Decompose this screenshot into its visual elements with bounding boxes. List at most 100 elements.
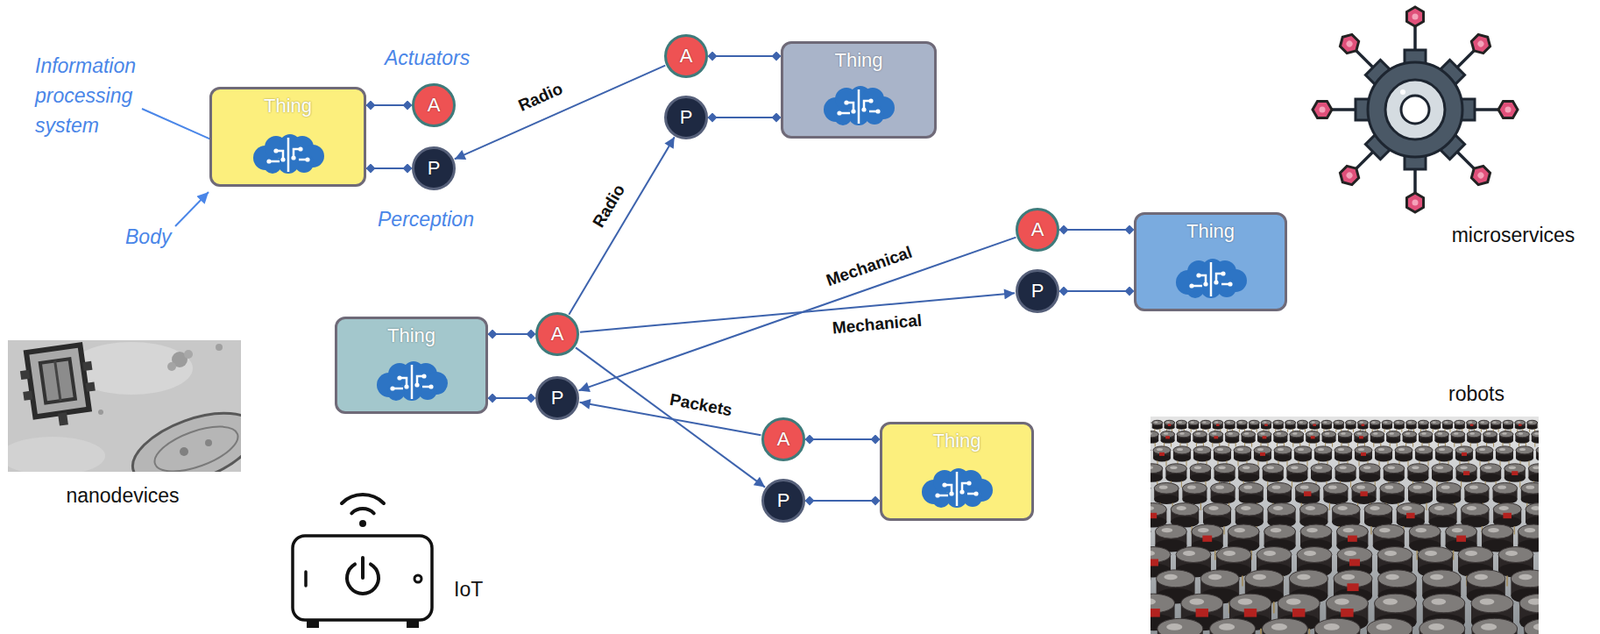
- decoration: [1300, 523, 1332, 539]
- decoration: [1175, 546, 1211, 563]
- decoration: [1322, 431, 1337, 438]
- decoration: [1236, 419, 1247, 425]
- decoration: [1384, 428, 1386, 432]
- decoration: [1319, 106, 1326, 114]
- decoration: [1274, 453, 1292, 461]
- decoration: [1499, 431, 1514, 438]
- decoration: [1515, 431, 1530, 438]
- decoration: [1515, 437, 1530, 443]
- decoration: [1471, 593, 1514, 613]
- decoration: [1150, 431, 1159, 447]
- decoration: [1417, 424, 1429, 430]
- decoration: [1233, 446, 1252, 454]
- decoration: [1150, 608, 1161, 617]
- decoration: [1429, 502, 1458, 516]
- decoration: [1515, 446, 1534, 467]
- decoration: [1357, 431, 1363, 434]
- decoration: [1176, 431, 1191, 447]
- decoration: [1188, 424, 1199, 430]
- decoration: [1175, 424, 1187, 430]
- decoration: [1292, 442, 1294, 447]
- decoration: [1262, 435, 1268, 439]
- annotation-label: Body: [125, 224, 171, 249]
- decoration: [1242, 465, 1250, 469]
- node-text: P: [777, 488, 791, 512]
- decoration: [1497, 485, 1507, 489]
- decoration: [1164, 419, 1176, 432]
- decoration: [1530, 505, 1539, 510]
- decoration: [1226, 421, 1231, 424]
- decoration: [1475, 446, 1494, 467]
- node-text: A: [551, 322, 565, 346]
- decoration: [1214, 421, 1218, 424]
- decoration: [1475, 446, 1494, 454]
- decoration: [1209, 431, 1224, 447]
- decoration: [1406, 192, 1424, 213]
- decoration: [1334, 453, 1353, 461]
- decoration: [1321, 424, 1332, 430]
- decoration: [1348, 442, 1350, 447]
- decoration: [1469, 431, 1475, 434]
- decoration: [1157, 617, 1204, 634]
- decoration: [1189, 463, 1211, 474]
- decoration: [1502, 424, 1514, 430]
- decoration: [1150, 431, 1153, 434]
- node-text: P: [427, 156, 441, 180]
- decoration: [1418, 447, 1425, 451]
- decoration: [1273, 431, 1288, 447]
- decoration: [1233, 527, 1246, 532]
- decoration: [1317, 447, 1324, 451]
- decoration: [1303, 550, 1317, 556]
- decoration: [1338, 465, 1346, 469]
- decoration: [1515, 453, 1534, 461]
- decoration: [1210, 617, 1256, 634]
- decoration: [1493, 442, 1494, 447]
- decoration: [1290, 465, 1298, 469]
- decoration: [1334, 446, 1353, 467]
- signal-arrow: [580, 292, 1015, 332]
- decoration: [1352, 428, 1354, 432]
- annotation-label: Perception: [377, 206, 475, 232]
- decoration: [1515, 446, 1534, 454]
- decoration: [1248, 419, 1260, 425]
- decoration: [1182, 550, 1196, 556]
- decoration: [1466, 419, 1478, 432]
- decoration: [1236, 419, 1247, 432]
- decoration: [1451, 431, 1466, 447]
- decoration: [1314, 453, 1332, 461]
- decoration: [1335, 473, 1357, 482]
- decoration: [1480, 623, 1497, 631]
- decoration: [1479, 473, 1501, 482]
- decoration: [1377, 546, 1413, 563]
- decoration: [1196, 442, 1197, 447]
- decoration: [1361, 424, 1366, 426]
- decoration: [55, 361, 61, 402]
- decoration: [1359, 463, 1381, 474]
- thing-box: Thing: [209, 86, 367, 187]
- decoration: [1464, 482, 1489, 495]
- decoration: [1216, 546, 1252, 563]
- decoration: [1179, 431, 1185, 434]
- decoration: [1314, 617, 1360, 634]
- decoration: [1498, 428, 1500, 432]
- decoration: [1236, 424, 1247, 430]
- decoration: [1519, 481, 1521, 488]
- decoration: [1190, 421, 1195, 424]
- decoration: [351, 508, 374, 513]
- decoration: [1291, 481, 1293, 488]
- decoration: [1388, 431, 1395, 434]
- decoration: [1322, 431, 1337, 447]
- port-link: [370, 167, 408, 170]
- decoration: [1478, 419, 1489, 425]
- decoration: [1304, 428, 1306, 432]
- decoration: [1296, 424, 1308, 430]
- decoration: [1217, 465, 1225, 469]
- decoration: [1153, 482, 1179, 495]
- decoration: [1394, 424, 1405, 430]
- decoration: [1335, 428, 1337, 432]
- decoration: [361, 557, 365, 578]
- decoration: [1358, 447, 1365, 451]
- decoration: [1528, 473, 1539, 482]
- decoration: [1467, 162, 1494, 188]
- port-link: [1063, 290, 1130, 292]
